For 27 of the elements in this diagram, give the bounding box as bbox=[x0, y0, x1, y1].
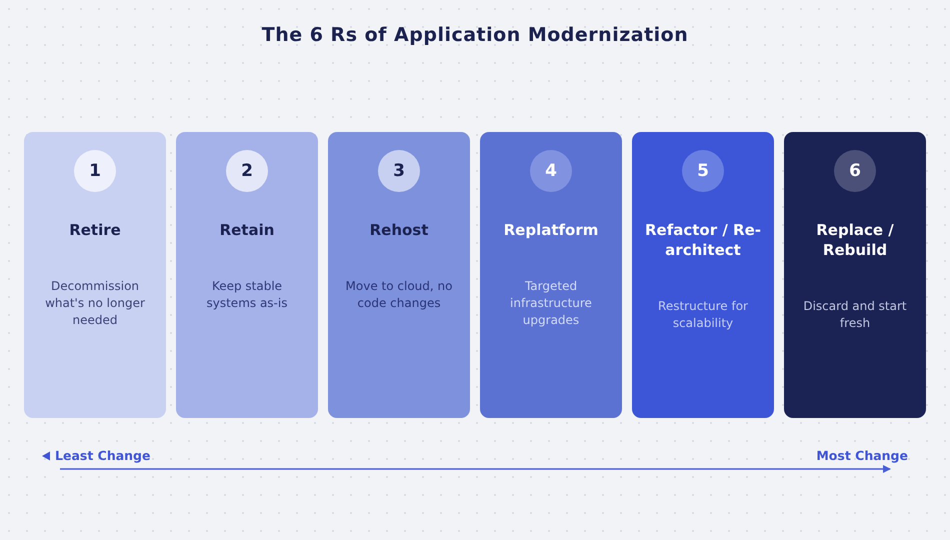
step-card bbox=[176, 132, 318, 418]
scale-label: Least Change bbox=[55, 448, 150, 463]
scale-label: Most Change bbox=[816, 448, 908, 463]
card-heading: Retain bbox=[218, 220, 276, 240]
number-badge: 1 bbox=[74, 150, 116, 192]
step-card bbox=[784, 132, 926, 418]
card-description: Targeted infrastructure upgrades bbox=[509, 278, 593, 329]
title: The 6 Rs of Application Modernization bbox=[260, 24, 690, 46]
card-heading: Retire bbox=[68, 220, 122, 240]
number-badge: 6 bbox=[834, 150, 876, 192]
card-description: Discard and start fresh bbox=[802, 298, 908, 332]
step-card bbox=[24, 132, 166, 418]
card-description: Restructure for scalability bbox=[657, 298, 749, 332]
card-description: Decommission what's no longer needed bbox=[44, 278, 146, 329]
card-description: Move to cloud, no code changes bbox=[344, 278, 454, 312]
number-badge: 4 bbox=[530, 150, 572, 192]
card-description: Keep stable systems as-is bbox=[206, 278, 288, 312]
number-badge: 5 bbox=[682, 150, 724, 192]
step-card bbox=[632, 132, 774, 418]
number-badge: 3 bbox=[378, 150, 420, 192]
step-card bbox=[480, 132, 622, 418]
card-heading: Replatform bbox=[502, 220, 600, 240]
card-heading: Refactor / Re-architect bbox=[644, 220, 762, 260]
card-heading: Replace / Rebuild bbox=[815, 220, 895, 260]
card-heading: Rehost bbox=[368, 220, 430, 240]
step-card bbox=[328, 132, 470, 418]
number-badge: 2 bbox=[226, 150, 268, 192]
